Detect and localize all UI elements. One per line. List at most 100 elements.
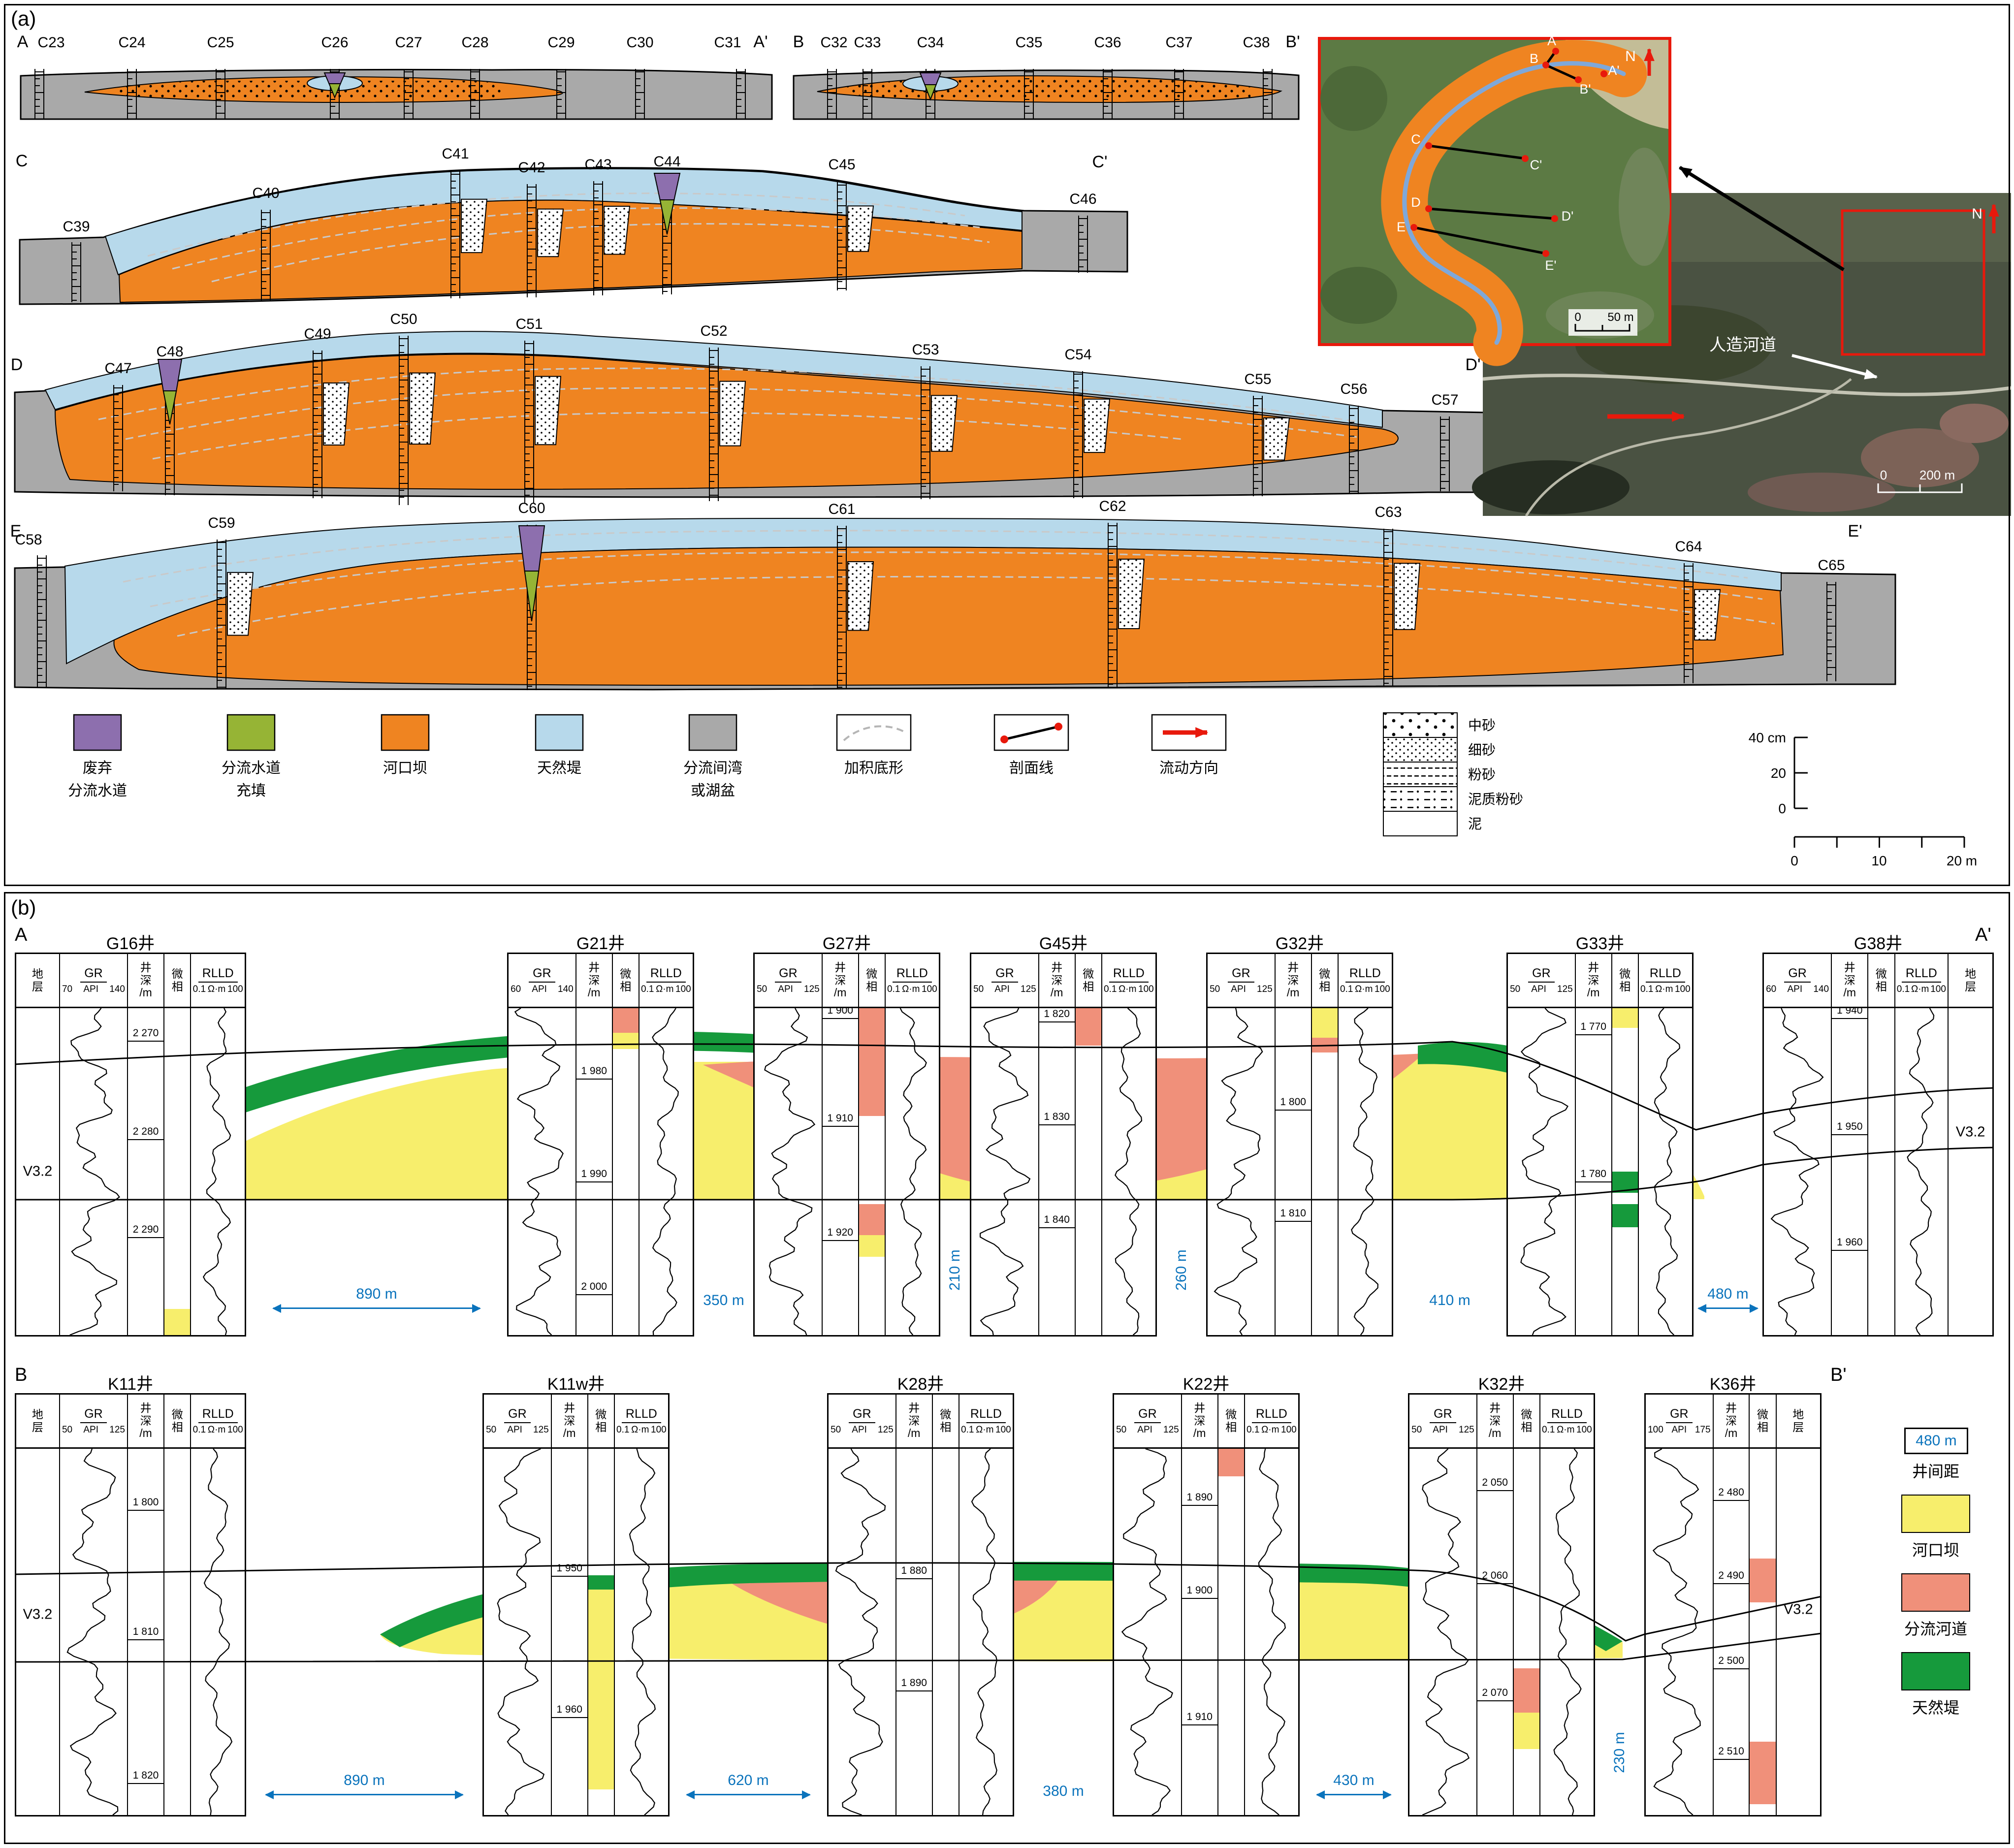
well-label: C49 (304, 326, 331, 342)
well-label: C44 (653, 154, 680, 170)
well-label: C31 (714, 34, 741, 51)
depth-unit: /m (139, 1427, 152, 1440)
section-line-CC (1428, 144, 1526, 160)
depth-value: 1 820 (1044, 1008, 1070, 1020)
depth-tick (1275, 1109, 1311, 1111)
gr-curve (67, 1449, 118, 1815)
gr-max: 125 (1257, 984, 1273, 994)
depth-unit: /m (139, 986, 152, 999)
rlld-unit: Ω·m (902, 984, 920, 994)
legend-swatch (381, 714, 430, 751)
microfacies-block (588, 1575, 614, 1590)
depth-tick (822, 1126, 858, 1127)
track-body-micro (1612, 1008, 1638, 1335)
scale-zero: 0 (1880, 468, 1887, 482)
well-spacing-label: 380 m (1043, 1783, 1084, 1800)
gr-header: GR (80, 1406, 107, 1423)
gr-max: 125 (804, 984, 820, 994)
spacing-arrow (272, 1304, 481, 1313)
depth-unit: /m (1286, 986, 1300, 999)
microfacies-header-char: 相 (1619, 980, 1631, 993)
section-endpoint-dot (1055, 723, 1062, 731)
depth-value: 1 960 (1836, 1237, 1863, 1248)
depth-value: 2 480 (1718, 1487, 1744, 1498)
vscale-label: 40 cm (1749, 730, 1786, 745)
rlld-min: 0.1 (192, 984, 206, 994)
aggradation-surface (177, 575, 1775, 637)
well-stick (470, 69, 480, 119)
rlld-curve-area (191, 1449, 245, 1815)
well-label: C32 (820, 34, 847, 51)
rlld-min: 0.1 (1104, 984, 1117, 994)
rlld-unit: Ω·m (207, 1424, 226, 1435)
sand-body (847, 561, 874, 631)
terrain-patch (1748, 473, 1895, 512)
sand-body (1394, 563, 1421, 630)
depth-unit: /m (907, 1427, 921, 1440)
track-body-gr (829, 1449, 895, 1815)
section-endpoint-label: A (1547, 33, 1556, 48)
section-endpoint-dot (1551, 215, 1558, 222)
rlld-max: 100 (1930, 984, 1946, 994)
well-stick (1103, 69, 1113, 119)
well-stick (1253, 396, 1263, 496)
rlld-min: 0.1 (192, 1424, 206, 1435)
rlld-header: RLLD (892, 966, 932, 983)
depth-value: 1 890 (901, 1677, 927, 1689)
depth-tick (128, 1139, 164, 1140)
depth-header-char: 深 (908, 1414, 920, 1427)
section-endpoint-dot (1542, 250, 1549, 257)
well-title: G27井 (822, 934, 871, 953)
depth-tick (1832, 1250, 1868, 1251)
section-endpoint-dot (1410, 224, 1417, 231)
well-spacing-label: 210 m (947, 1249, 963, 1290)
section-endpoint-dot (1600, 70, 1607, 77)
microfacies-header-char: 微 (1619, 967, 1631, 980)
track-header-depth: 井深/m (1182, 1395, 1217, 1449)
track-micro: 微相 (1218, 1395, 1245, 1815)
track-header-micro: 微相 (1311, 954, 1338, 1008)
gr-max: 140 (1813, 984, 1829, 994)
rlld-unit: Ω·m (1911, 984, 1929, 994)
track-body-rlld (615, 1449, 668, 1815)
depth-header-char: 深 (1287, 973, 1299, 987)
lithology-label: 细砂 (1468, 742, 1496, 758)
well-label: C25 (207, 34, 234, 51)
well-stick (921, 366, 930, 499)
track-header-micro: 微相 (164, 1395, 191, 1449)
depth-header-char: 井 (564, 1401, 575, 1414)
track-micro: 微相 (1868, 954, 1895, 1335)
track-body-micro (612, 1008, 639, 1335)
terrain-patch (1861, 428, 1979, 487)
section-line-EE (1413, 226, 1546, 255)
gr-max: 125 (1459, 1424, 1474, 1435)
section-endpoint-dot (1425, 205, 1432, 212)
track-header-depth: 井深/m (128, 954, 164, 1008)
track-body-micro (859, 1008, 885, 1335)
well-label: C23 (37, 34, 64, 51)
microfacies-header-char: 微 (595, 1407, 607, 1421)
legend-label: 加积底形 (844, 760, 903, 776)
well-spacing-label: 620 m (686, 1772, 811, 1799)
rlld-header: RLLD (198, 1406, 238, 1423)
vscale-label: 20 (1771, 765, 1786, 781)
section-endpoint-label: C' (1530, 158, 1542, 172)
track-micro: 微相 (1612, 954, 1639, 1335)
microfacies-block (1750, 1559, 1776, 1603)
depth-value: 1 910 (827, 1113, 853, 1124)
